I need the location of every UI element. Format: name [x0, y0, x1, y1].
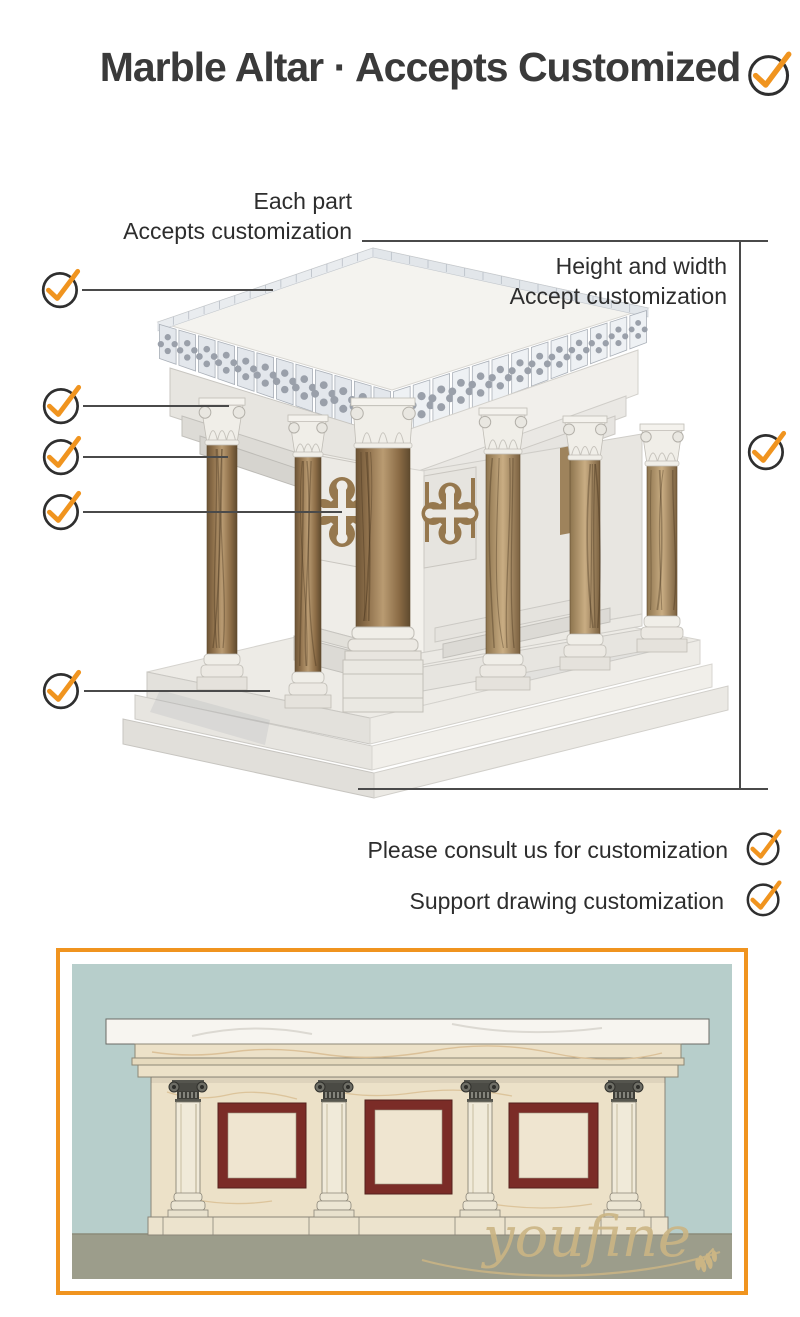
dimension-line-vertical: [739, 240, 741, 789]
annotation-line: Height and width: [555, 253, 727, 279]
quatrefoil-panel: [421, 466, 479, 569]
annotation-line: Each part: [253, 188, 352, 214]
check-circle-icon: [40, 665, 86, 711]
annotation-line: Accept customization: [509, 283, 727, 309]
check-circle-icon: [40, 486, 86, 532]
check-circle-icon: [744, 825, 786, 867]
annotation-height-width: Height and width Accept customization: [510, 251, 727, 311]
dimension-line-top: [362, 240, 768, 242]
annotation-line: Accepts customization: [123, 218, 352, 244]
check-circle-icon: [40, 431, 86, 477]
leader-line: [83, 456, 228, 458]
check-circle-icon: [744, 876, 786, 918]
check-circle-icon: [40, 380, 86, 426]
watermark-text: youfine: [480, 1205, 691, 1270]
check-circle-icon: [745, 426, 791, 472]
check-circle-icon: [39, 264, 85, 310]
leader-line: [83, 511, 342, 513]
leader-line: [84, 690, 270, 692]
altar-top-slab: [105, 1018, 710, 1045]
wheat-icon: [695, 1247, 717, 1273]
page-title: Marble Altar · Accepts Customized: [99, 44, 742, 90]
watermark: youfine: [421, 1205, 721, 1277]
ionic-columns: [167, 1080, 645, 1218]
panels: [217, 1099, 599, 1195]
altar-photo: [122, 247, 729, 799]
annotation-each-part: Each part Accepts customization: [123, 186, 352, 246]
dimension-line-bottom: [358, 788, 768, 790]
blueprint-figure: youfine: [56, 948, 748, 1295]
footer-note: Support drawing customization: [409, 888, 725, 914]
leader-line: [83, 405, 229, 407]
altar-columns: [196, 397, 688, 713]
footer-note: Please consult us for customization: [367, 837, 728, 863]
cornice: [131, 1043, 685, 1078]
plinth-row: [147, 1216, 669, 1236]
check-circle-icon: [745, 46, 797, 98]
blueprint-drawing: youfine: [72, 964, 732, 1279]
leader-line: [82, 289, 273, 291]
